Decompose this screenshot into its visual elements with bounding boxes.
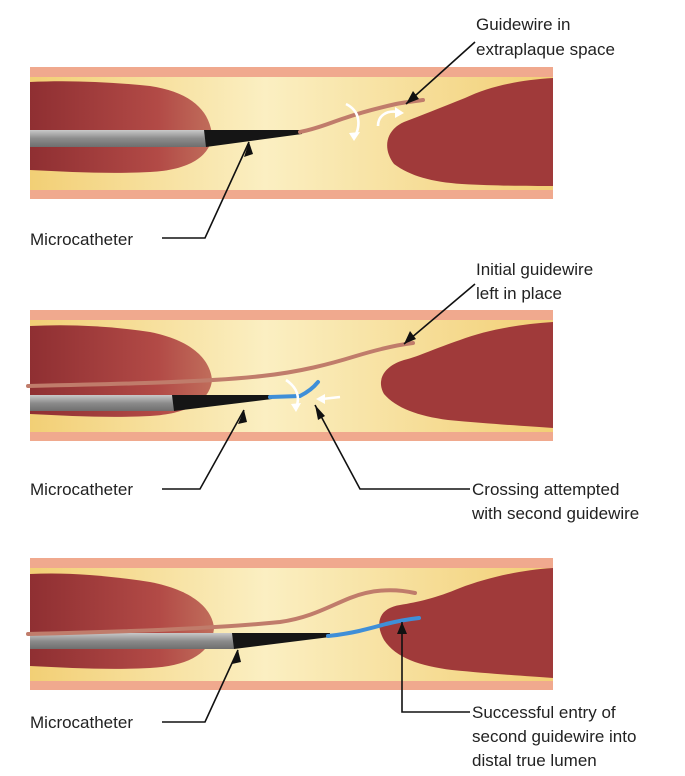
vessel-wall-top: [30, 310, 553, 320]
leader-crossing: [314, 404, 470, 490]
label-successful-entry-2: second guidewire into: [472, 727, 636, 746]
occlusion: [387, 78, 553, 186]
panel-3: Microcatheter Successful entry of second…: [26, 558, 636, 770]
panel-1: Guidewire in extraplaque space Microcath…: [30, 15, 615, 249]
leader-initial-guidewire: [403, 283, 476, 345]
curved-arrow-right-head: [395, 107, 404, 118]
label-crossing-2: with second guidewire: [471, 504, 639, 523]
initial-guidewire: [26, 341, 415, 388]
label-successful-entry-1: Successful entry of: [472, 703, 616, 722]
curved-arrow-left-head: [349, 132, 360, 141]
label-microcatheter-3: Microcatheter: [30, 713, 133, 732]
leader-guidewire-label: [405, 41, 476, 105]
leader-microcatheter: [162, 141, 250, 239]
curved-arrow-down-head: [291, 403, 301, 412]
proximal-plaque: [30, 325, 212, 417]
leader-guidewire-arrowhead: [406, 91, 419, 104]
straight-arrow-left-head: [316, 394, 325, 404]
initial-guidewire: [26, 588, 417, 636]
label-initial-guidewire-1: Initial guidewire: [476, 260, 593, 279]
leader-successful-entry-arrowhead: [397, 622, 407, 634]
label-guidewire-extraplaque-2: extraplaque space: [476, 40, 615, 59]
label-microcatheter-1: Microcatheter: [30, 230, 133, 249]
proximal-plaque: [30, 81, 212, 173]
microcatheter-tip: [172, 395, 272, 411]
panel-2: Initial guidewire left in place Microcat…: [26, 260, 639, 523]
vessel-wall-bottom: [30, 432, 553, 441]
label-initial-guidewire-2: left in place: [476, 284, 562, 303]
second-guidewire: [326, 616, 421, 638]
occlusion: [379, 568, 553, 678]
occlusion: [380, 322, 553, 428]
microcatheter-tip: [204, 130, 302, 147]
leader-microcatheter: [162, 649, 239, 723]
leader-microcatheter-arrowhead: [232, 650, 241, 664]
microcatheter-body: [30, 130, 206, 147]
label-microcatheter-2: Microcatheter: [30, 480, 133, 499]
microcatheter-tip: [232, 633, 330, 649]
leader-microcatheter: [162, 409, 245, 490]
leader-successful-entry: [401, 622, 470, 713]
vessel-wall-top: [30, 67, 553, 77]
label-successful-entry-3: distal true lumen: [472, 751, 597, 770]
vessel-wall-top: [30, 558, 553, 568]
microcatheter-body: [30, 633, 234, 649]
label-guidewire-extraplaque-1: Guidewire in: [476, 15, 571, 34]
second-guidewire: [268, 380, 320, 399]
leader-microcatheter-arrowhead: [238, 410, 247, 424]
vessel-wall-bottom: [30, 681, 553, 690]
microcatheter-body: [30, 395, 174, 411]
leader-crossing-arrowhead: [315, 405, 325, 420]
label-crossing-1: Crossing attempted: [472, 480, 619, 499]
leader-initial-guidewire-arrowhead: [404, 331, 416, 344]
vessel-wall-bottom: [30, 190, 553, 199]
leader-microcatheter-arrowhead: [244, 142, 253, 157]
